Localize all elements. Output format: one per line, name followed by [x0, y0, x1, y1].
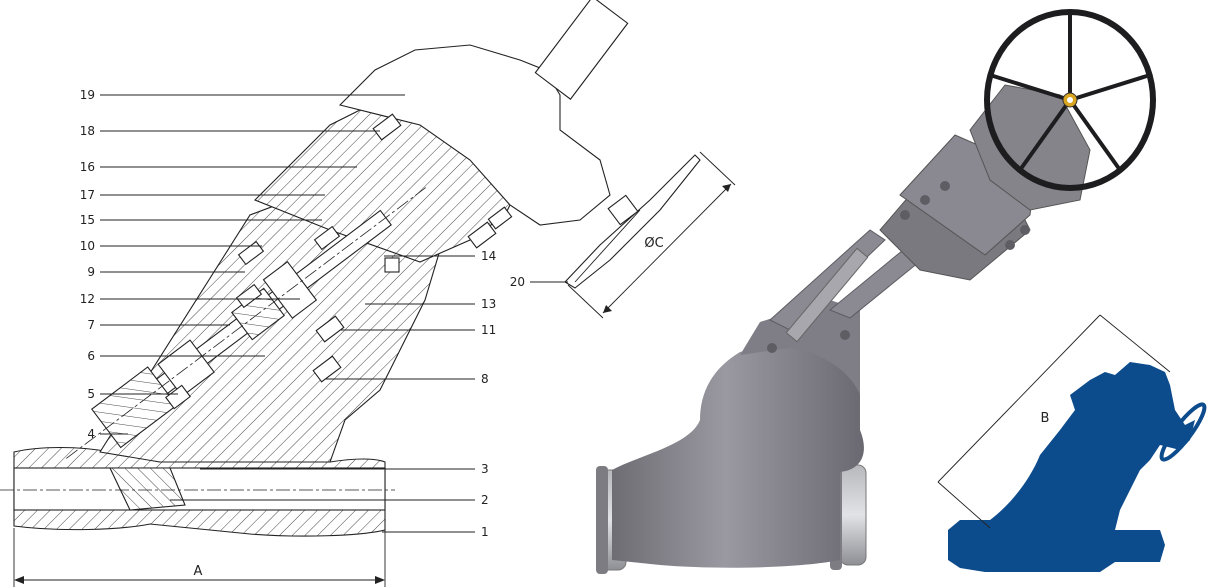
callout-13: 13: [481, 297, 496, 311]
sectional-drawing: A ØC: [0, 0, 736, 587]
callout-17: 17: [80, 188, 95, 202]
callout-6: 6: [87, 349, 95, 363]
callout-9: 9: [87, 265, 95, 279]
dimension-a-label: A: [194, 564, 203, 579]
pipe-end-right: [839, 464, 867, 566]
valve-silhouette: B: [937, 314, 1207, 572]
callout-3: 3: [481, 462, 489, 476]
silhouette-shape: [948, 362, 1195, 572]
callout-15: 15: [80, 213, 95, 227]
callout-7: 7: [87, 318, 95, 332]
callout-1: 1: [481, 525, 489, 539]
callout-2: 2: [481, 493, 489, 507]
handwheel-side-view: [564, 154, 701, 289]
photo-body: [612, 335, 864, 568]
callout-20: 20: [510, 275, 525, 289]
callout-4: 4: [87, 427, 95, 441]
callout-18: 18: [80, 124, 95, 138]
dimension-c: ØC: [567, 151, 736, 319]
callout-12: 12: [80, 292, 95, 306]
callout-10: 10: [80, 239, 95, 253]
dimension-a: A: [13, 528, 386, 587]
callout-16: 16: [80, 160, 95, 174]
input-shaft: [534, 0, 629, 100]
handwheel: [984, 9, 1156, 191]
callout-19: 19: [80, 88, 95, 102]
callout-11: 11: [481, 323, 496, 337]
valve-photo: [596, 9, 1156, 574]
callout-14: 14: [481, 249, 496, 263]
leader-lines: [100, 94, 568, 533]
gear-housing: [338, 44, 611, 226]
bolts: [165, 113, 513, 410]
dimension-c-label: ØC: [644, 236, 663, 251]
callout-5: 5: [87, 387, 95, 401]
callouts-left: 19 18 16 17 15 10 9 12 7 6 5 4: [80, 88, 95, 441]
dimension-b-label: B: [1041, 411, 1050, 426]
dimension-b: B: [937, 314, 1171, 529]
callouts-right: 14 13 11 8 3 2 1 20: [481, 249, 525, 539]
callout-8: 8: [481, 372, 489, 386]
pipe-bore: [13, 467, 386, 511]
